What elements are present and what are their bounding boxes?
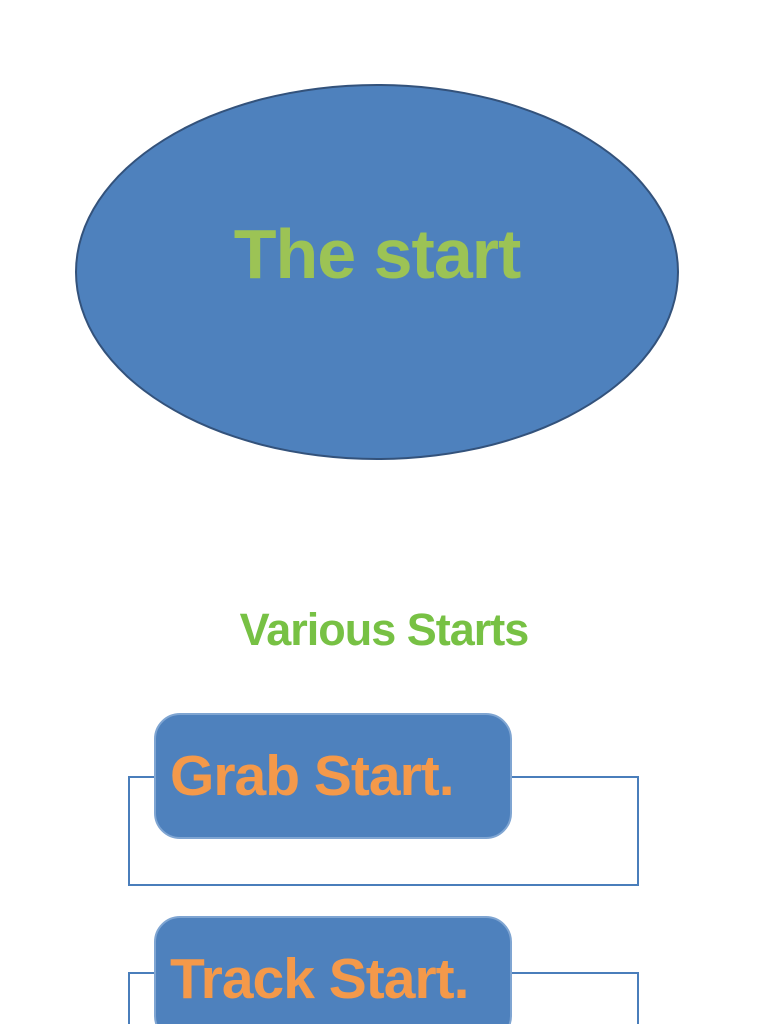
- grab-start-label: Grab Start.: [170, 744, 455, 808]
- section-heading: Various Starts: [239, 604, 530, 655]
- grab-start-box: Grab Start.: [154, 713, 512, 839]
- track-start-label: Track Start.: [170, 947, 469, 1011]
- track-start-box: Track Start.: [154, 916, 512, 1024]
- title-ellipse: The start: [75, 84, 679, 460]
- slide-title: The start: [233, 215, 522, 293]
